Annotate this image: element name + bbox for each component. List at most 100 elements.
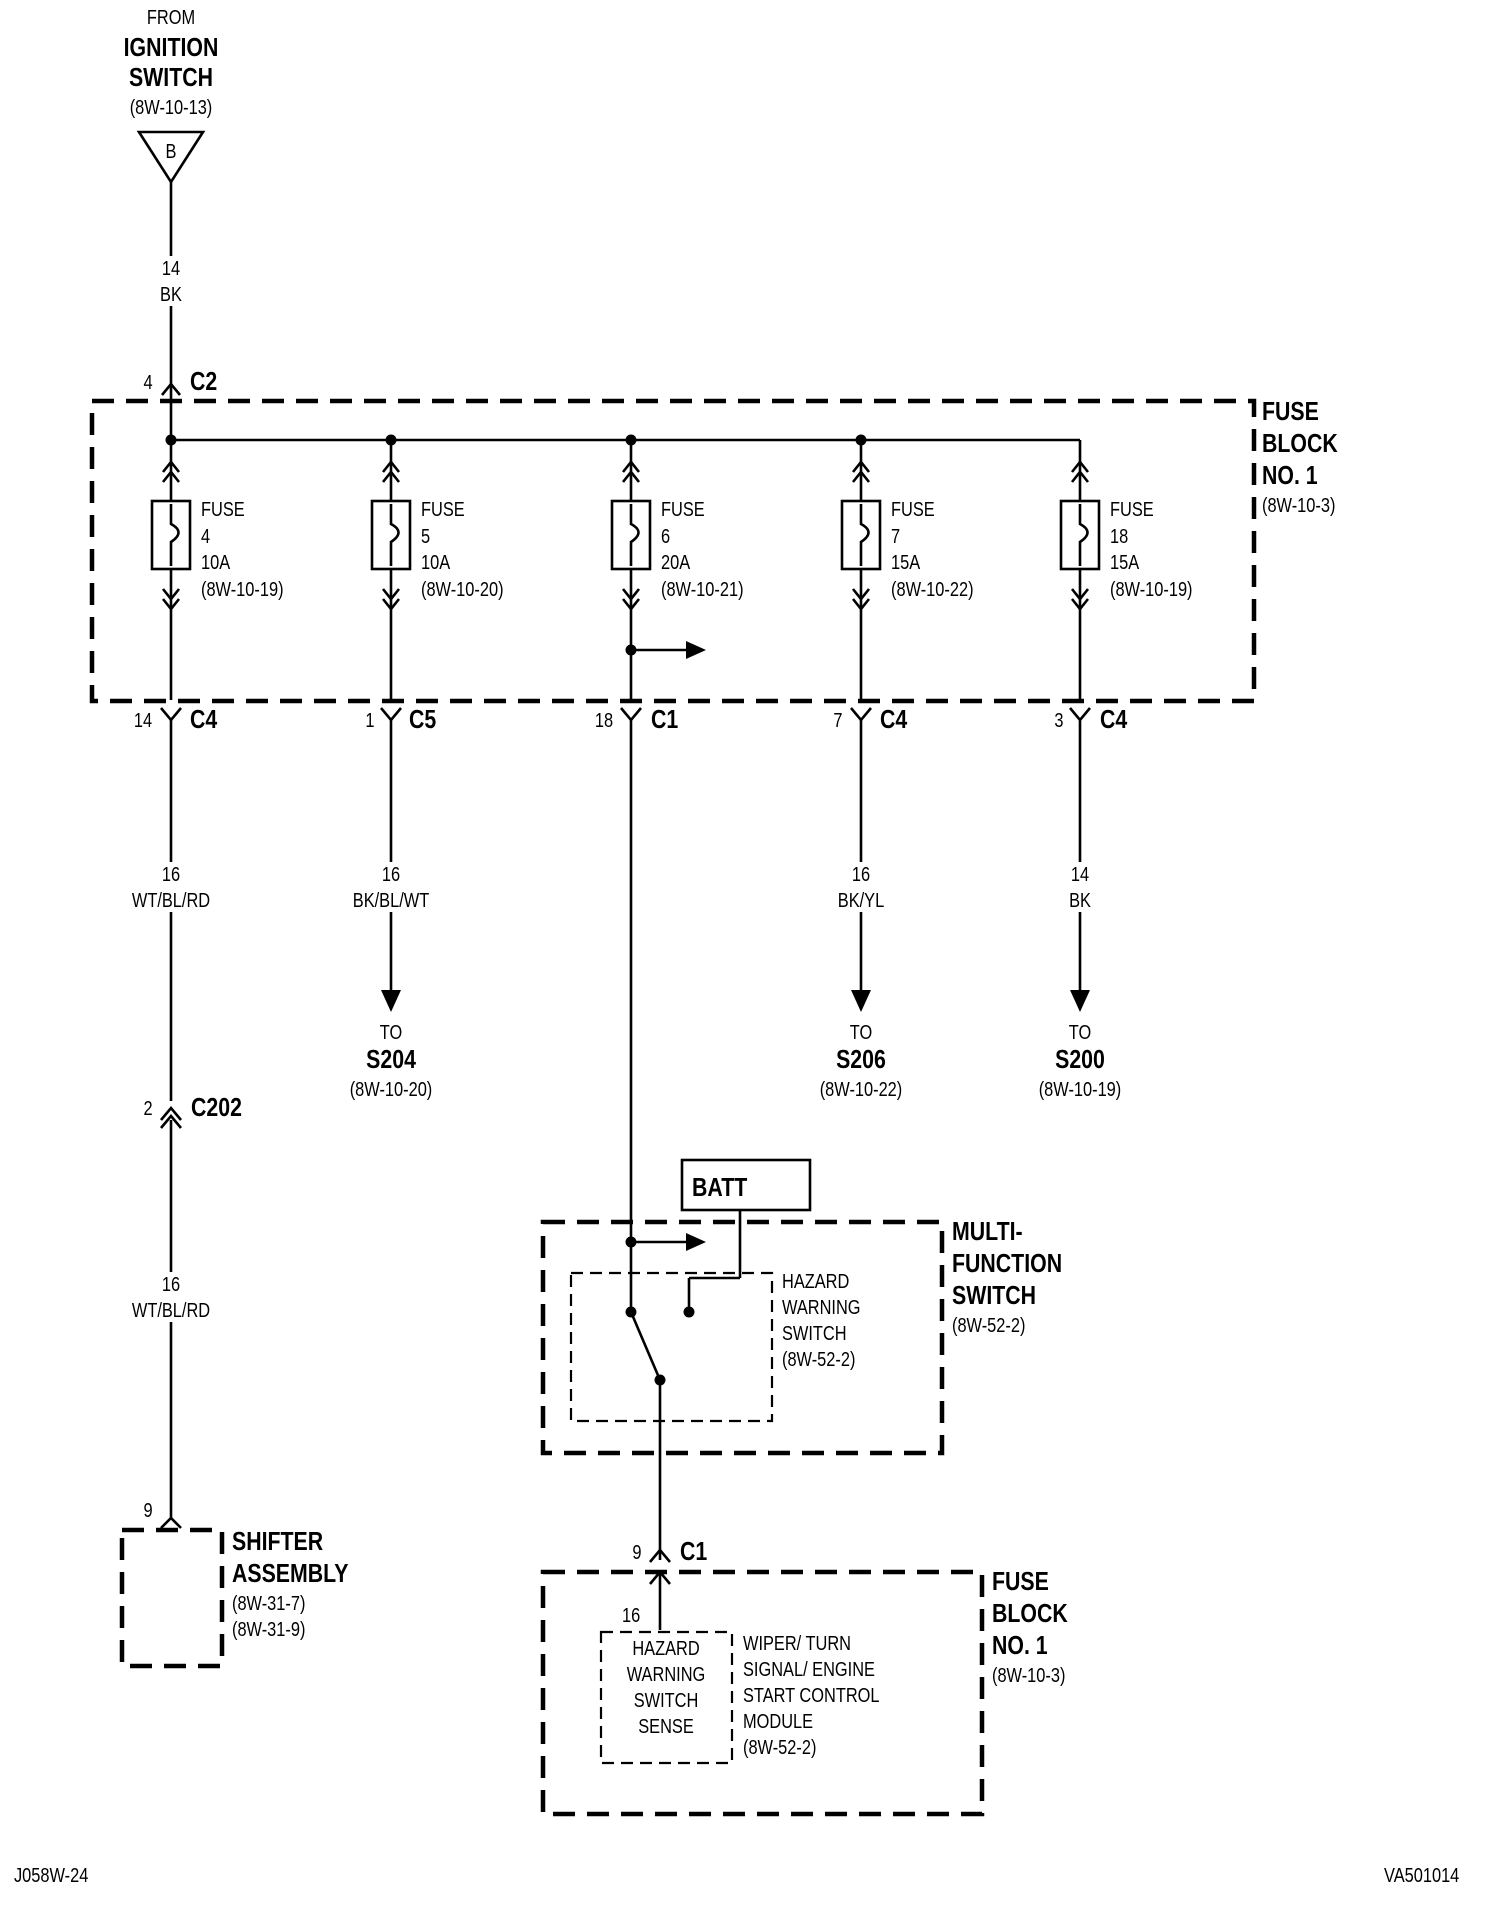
arrow-right-icon (686, 641, 706, 659)
fuse-block-bottom-ref: (8W-10-3) (992, 1663, 1065, 1686)
dest-to: TO (850, 1020, 872, 1043)
output-pin: 3 (1054, 708, 1063, 731)
wire-gauge: 16 (162, 862, 180, 885)
dest-ref: (8W-10-19) (1039, 1077, 1122, 1100)
fuse-5-number: 5 (421, 524, 430, 547)
internal-pin: 16 (622, 1603, 640, 1626)
fuse-block-top-ref: (8W-10-3) (1262, 493, 1335, 516)
internal-connector-icon (649, 1569, 671, 1585)
fuse-5-ref: (8W-10-20) (421, 577, 504, 600)
fuse-7-rating: 15A (891, 550, 921, 573)
fuse-5-label: FUSE (421, 497, 465, 520)
c2-label: C2 (190, 367, 217, 397)
source-from: FROM (147, 5, 195, 28)
c1-label: C1 (680, 1537, 707, 1567)
fuse-6-column: FUSE 6 20A (8W-10-21) (610, 440, 744, 700)
dest-to: TO (1069, 1020, 1091, 1043)
hazard-line1: HAZARD (782, 1269, 849, 1292)
output-pin: 1 (365, 708, 374, 731)
fuse-18-rating: 15A (1110, 550, 1140, 573)
shifter-outline (119, 1527, 225, 1669)
shifter-ref2: (8W-31-9) (232, 1617, 305, 1640)
source-title-1: IGNITION (124, 33, 219, 63)
fuse-5-rating: 10A (421, 550, 451, 573)
fuse-5-column: FUSE 5 10A (8W-10-20) (370, 440, 504, 700)
fuse-7-label: FUSE (891, 497, 935, 520)
shifter-line2: ASSEMBLY (232, 1559, 349, 1589)
dest-ref: (8W-10-20) (350, 1077, 433, 1100)
label-bg (150, 256, 192, 306)
dest-ref: (8W-10-22) (820, 1077, 903, 1100)
sense-line1: HAZARD (632, 1636, 699, 1659)
arrow-down-icon (1070, 990, 1090, 1012)
input-wire-gauge: 14 (162, 256, 180, 279)
mfs-ref: (8W-52-2) (952, 1313, 1025, 1336)
hazard-line2: WARNING (782, 1295, 861, 1318)
mfs-line2: FUNCTION (952, 1249, 1062, 1279)
fuse-block-bottom-line2: BLOCK (992, 1599, 1068, 1629)
shifter-pin: 9 (143, 1498, 152, 1521)
output-connector: C4 (880, 705, 908, 735)
mfs-outline (540, 1219, 945, 1456)
module-line2: SIGNAL/ ENGINE (743, 1657, 875, 1680)
footer-left-code: J058W-24 (14, 1863, 88, 1886)
fuse-block-bottom-line3: NO. 1 (992, 1631, 1048, 1661)
output-c4-pin7: 7 C4 16 BK/YL TO S206 (8W-10-22) (815, 705, 908, 1100)
wire-color: BK/YL (838, 888, 884, 911)
fuse-block-top-line1: FUSE (1262, 397, 1319, 427)
wire-color: WT/BL/RD (132, 888, 210, 911)
wire-color: WT/BL/RD (132, 1298, 210, 1321)
output-c4-pin3: 3 C4 14 BK TO S200 (8W-10-19) (1039, 705, 1128, 1100)
fuse-6-number: 6 (661, 524, 670, 547)
dest-to: TO (380, 1020, 402, 1043)
connector-letter: B (166, 139, 177, 162)
footer-right-code: VA501014 (1384, 1863, 1459, 1886)
dest-splice: S204 (366, 1045, 416, 1075)
hazard-ref: (8W-52-2) (782, 1347, 855, 1370)
arrow-down-icon (851, 990, 871, 1012)
mfs-line1: MULTI- (952, 1217, 1023, 1247)
switch-blade (629, 1311, 662, 1381)
arrow-down-icon (381, 990, 401, 1012)
fuse-18-ref: (8W-10-19) (1110, 577, 1193, 600)
output-pin: 14 (134, 708, 152, 731)
output-pin: 18 (595, 708, 613, 731)
dest-splice: S200 (1055, 1045, 1105, 1075)
fuse-4-icon (150, 499, 192, 571)
batt-label: BATT (692, 1173, 748, 1203)
module-line4: MODULE (743, 1709, 813, 1732)
source-ref: (8W-10-13) (130, 95, 213, 118)
hazard-switch-outline (569, 1271, 774, 1423)
module-line1: WIPER/ TURN (743, 1631, 851, 1654)
wire-gauge: 16 (382, 862, 400, 885)
switch-contact (683, 1306, 695, 1318)
output-connector: C4 (1100, 705, 1128, 735)
wire-color: BK/BL/WT (353, 888, 429, 911)
c1-pin: 9 (632, 1540, 641, 1563)
fuse-4-number: 4 (201, 524, 210, 547)
dest-splice: S206 (836, 1045, 886, 1075)
shifter-line1: SHIFTER (232, 1527, 323, 1557)
output-c5-pin1: 1 C5 16 BK/BL/WT TO S204 (8W-10-20) (340, 705, 442, 1100)
fuse-6-label: FUSE (661, 497, 705, 520)
wire-color: BK (1069, 888, 1091, 911)
output-connector: C5 (409, 705, 436, 735)
output-c1-pin18: 18 C1 (595, 705, 678, 1312)
batt-box (680, 1158, 812, 1212)
fuse-6-rating: 20A (661, 550, 691, 573)
sense-line2: WARNING (627, 1662, 706, 1685)
input-wire-color: BK (160, 282, 182, 305)
output-pin: 7 (833, 708, 842, 731)
c202-connector: 2 C202 16 WT/BL/RD (120, 1093, 242, 1520)
fuse-block-top-line2: BLOCK (1262, 429, 1338, 459)
fuse-4-column: FUSE 4 10A (8W-10-19) (150, 440, 284, 700)
fuse-6-ref: (8W-10-21) (661, 577, 744, 600)
c202-pin: 2 (143, 1096, 152, 1119)
c2-pin: 4 (143, 370, 152, 393)
mfs-line3: SWITCH (952, 1281, 1036, 1311)
source-title-2: SWITCH (129, 63, 213, 93)
fuse-7-number: 7 (891, 524, 900, 547)
wire-gauge: 14 (1071, 862, 1089, 885)
arrow-right-icon (686, 1233, 706, 1251)
